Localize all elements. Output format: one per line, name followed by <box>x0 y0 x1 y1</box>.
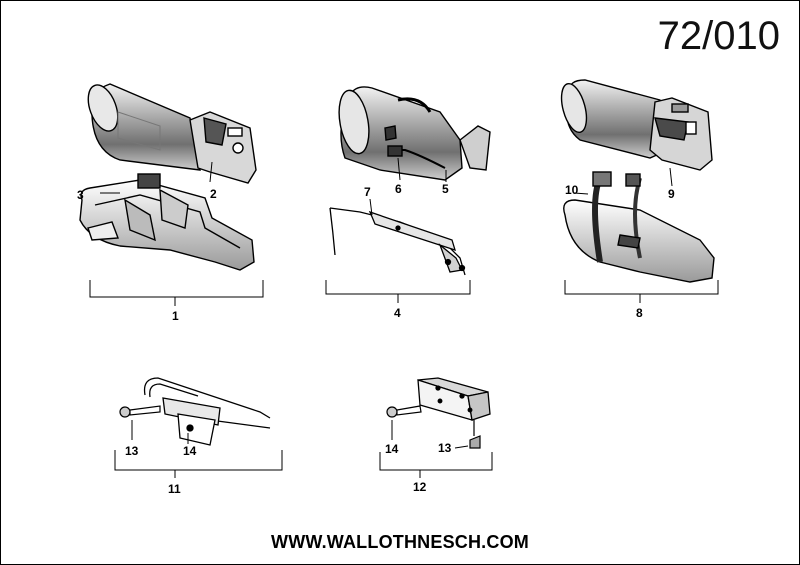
extinguisher-9 <box>560 79 713 171</box>
bracket-11 <box>143 377 271 446</box>
label-13-a: 13 <box>125 444 139 458</box>
assembly-11: 13 14 11 <box>114 377 283 496</box>
footer-url: WWW.WALLOTHNESCH.COM <box>271 532 529 552</box>
page-number: 72/010 <box>657 14 780 58</box>
label-2: 2 <box>210 187 217 201</box>
label-9: 9 <box>668 187 675 201</box>
label-14-a: 14 <box>183 444 197 458</box>
assembly-8: 9 10 8 <box>560 79 719 320</box>
screw-13-a <box>119 405 161 418</box>
angle-bracket-12 <box>417 377 491 421</box>
label-1: 1 <box>172 309 179 323</box>
extinguisher-2 <box>87 83 257 184</box>
bracket-7 <box>329 207 466 276</box>
label-7: 7 <box>364 185 371 199</box>
holder-3 <box>79 173 255 271</box>
label-8: 8 <box>636 306 643 320</box>
label-14-b: 14 <box>385 442 399 456</box>
label-11: 11 <box>168 482 181 496</box>
cradle-10 <box>563 171 715 283</box>
label-5: 5 <box>442 182 449 196</box>
screw-14-b <box>386 405 422 418</box>
strap-6 <box>387 145 446 169</box>
assembly-12: 14 13 12 <box>379 377 493 494</box>
label-13-b: 13 <box>438 441 452 455</box>
label-3: 3 <box>77 188 84 202</box>
assembly-1: 2 3 1 <box>77 83 264 323</box>
extinguisher-5 <box>338 86 491 181</box>
screw-13-b <box>469 420 481 449</box>
label-6: 6 <box>395 182 402 196</box>
label-4: 4 <box>394 306 401 320</box>
label-10: 10 <box>565 183 579 197</box>
assembly-4: 7 6 5 4 <box>325 86 491 320</box>
label-12: 12 <box>413 480 427 494</box>
